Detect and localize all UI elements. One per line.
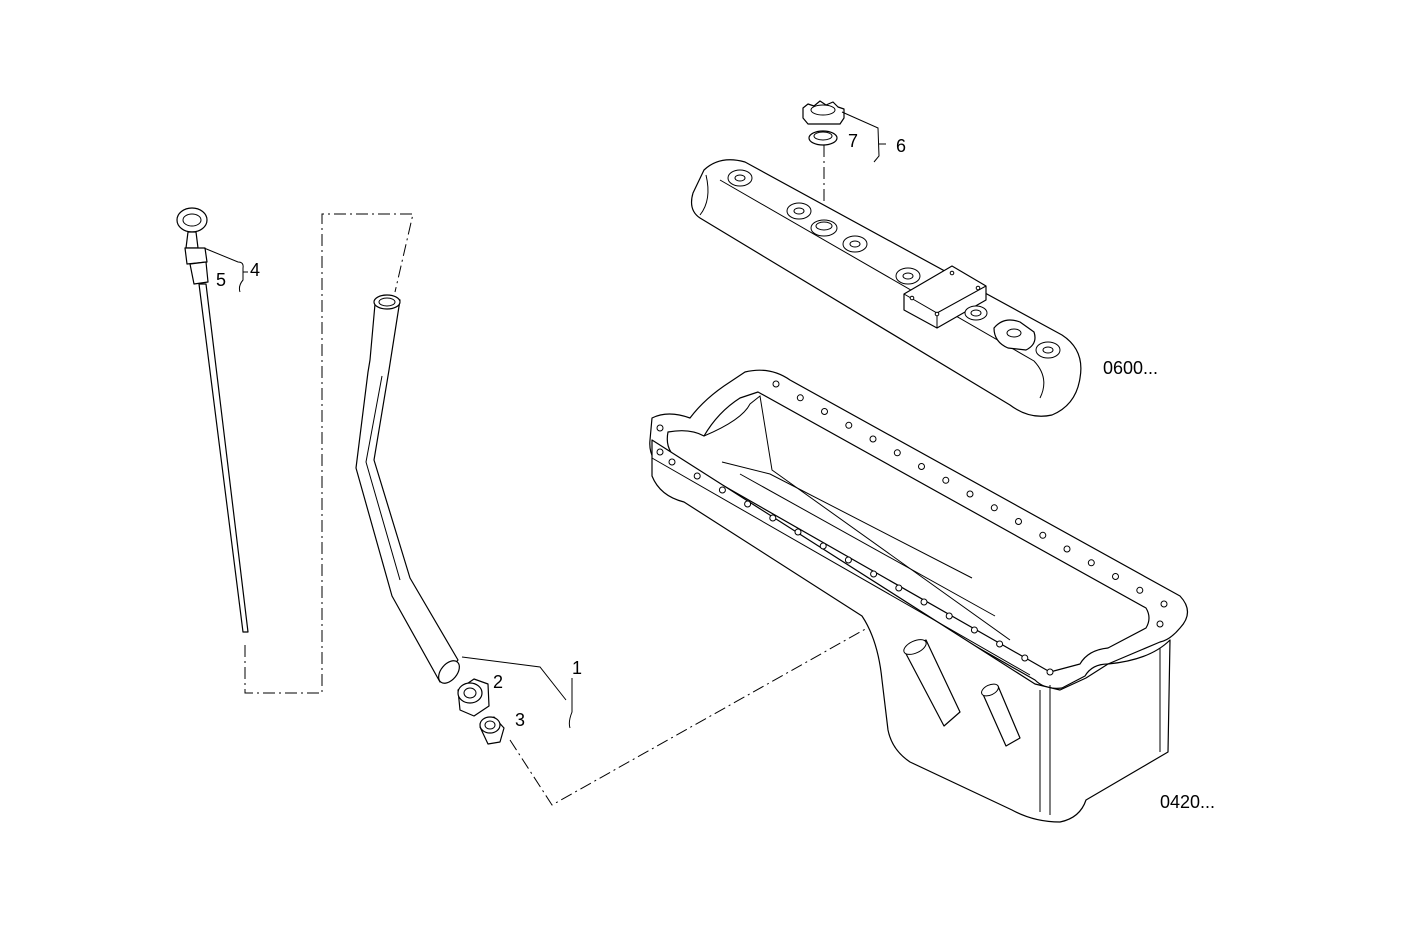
pan-bolt-hole bbox=[966, 490, 974, 498]
dipstick-collar bbox=[184, 247, 208, 265]
breather-flange-hole bbox=[1006, 328, 1022, 338]
seal-ring-inner bbox=[813, 131, 833, 141]
pan-bolt-hole bbox=[1021, 654, 1029, 662]
ref-oil-pan: 0420... bbox=[1160, 792, 1215, 812]
sleeve-hole bbox=[484, 720, 496, 730]
dipstick[interactable] bbox=[176, 207, 249, 633]
guide-tube-body bbox=[355, 299, 459, 683]
pan-bolt-hole bbox=[656, 448, 664, 456]
pan-bolt-hole bbox=[819, 542, 827, 550]
pan-bolt-hole bbox=[1136, 586, 1144, 594]
pan-bolt-hole bbox=[821, 408, 828, 415]
leader-4 bbox=[203, 247, 248, 293]
pan-bolt-hole bbox=[844, 556, 852, 564]
guide-tube-shading bbox=[365, 375, 401, 581]
callout-5: 5 bbox=[216, 270, 226, 290]
plate-screw-1 bbox=[909, 295, 915, 301]
callout-3: 3 bbox=[515, 710, 525, 730]
rocker-cover-end-edge bbox=[699, 174, 709, 216]
oil-pan-floor-line-2 bbox=[739, 473, 996, 617]
pan-bolt-hole bbox=[845, 421, 853, 429]
dipstick-neck bbox=[185, 231, 199, 249]
pan-bolt-hole bbox=[893, 449, 901, 457]
pan-bolt-hole bbox=[870, 570, 878, 578]
plate-screw-3 bbox=[975, 285, 981, 291]
rocker-cover-boss-3-center bbox=[849, 240, 861, 248]
pan-bolt-hole bbox=[1015, 518, 1022, 525]
rocker-cover-boss-2-center bbox=[793, 207, 805, 215]
leader-6 bbox=[841, 111, 886, 163]
dipstick-rod bbox=[198, 283, 249, 633]
pan-bolt-hole bbox=[1063, 545, 1071, 553]
guide-tube[interactable] bbox=[355, 294, 463, 687]
rocker-cover-plate bbox=[903, 265, 987, 329]
pan-bolt-hole bbox=[796, 394, 804, 402]
pan-bolt-hole bbox=[869, 435, 877, 443]
pan-bolt-hole bbox=[794, 528, 802, 536]
pan-bolt-hole bbox=[942, 476, 950, 484]
pan-bolt-hole bbox=[918, 463, 925, 470]
filler-cap-top bbox=[810, 104, 836, 116]
union-nut[interactable] bbox=[457, 678, 490, 717]
oil-pan-floor-line bbox=[721, 461, 973, 579]
dipstick-seal bbox=[189, 261, 209, 285]
pan-bolt-hole bbox=[772, 380, 780, 388]
pan-bolt-hole bbox=[718, 486, 726, 494]
sleeve[interactable] bbox=[479, 716, 505, 745]
union-nut-hole bbox=[463, 687, 477, 699]
dipstick-handle-hole bbox=[182, 213, 202, 227]
guide-tube-bottom-end bbox=[438, 660, 460, 684]
guide-tube-top-hole bbox=[378, 297, 396, 307]
rocker-cover-body bbox=[690, 159, 1082, 417]
pan-bolt-hole bbox=[1039, 531, 1047, 539]
pan-bolt-hole bbox=[1112, 573, 1119, 580]
pan-bolt-hole bbox=[990, 504, 998, 512]
rocker-cover-top-edge bbox=[719, 179, 1045, 399]
tube-to-pan-line bbox=[509, 617, 913, 806]
pan-bolt-hole bbox=[945, 612, 953, 620]
pan-bolt-hole bbox=[895, 584, 903, 592]
callout-2: 2 bbox=[493, 672, 503, 692]
pan-bolt-hole bbox=[656, 424, 664, 432]
plate-screw-2 bbox=[949, 270, 955, 276]
callout-1: 1 bbox=[572, 658, 582, 678]
plate-screw-4 bbox=[934, 311, 940, 317]
pan-bolt-hole bbox=[970, 626, 978, 634]
pan-bolt-hole bbox=[1156, 620, 1164, 628]
pan-bolt-hole bbox=[693, 472, 701, 480]
leader-1 bbox=[461, 656, 573, 729]
oil-pan-inner-wall bbox=[703, 395, 1011, 641]
oil-pan-corner-edges bbox=[1049, 648, 1161, 815]
oil-pan-breather-opening bbox=[981, 683, 999, 697]
oil-pan[interactable] bbox=[649, 369, 1189, 823]
rocker-cover-boss-1-center bbox=[734, 174, 746, 182]
rocker-cover-boss-5-center bbox=[970, 309, 982, 317]
oil-pan-bolt-holes bbox=[656, 380, 1168, 676]
pan-bolt-hole bbox=[769, 514, 777, 522]
rocker-cover-boss-6-center bbox=[1042, 346, 1054, 354]
rocker-cover-filler-hole bbox=[815, 221, 833, 231]
pan-bolt-hole bbox=[1160, 600, 1168, 608]
rocker-cover-boss-4-center bbox=[902, 272, 914, 280]
pan-bolt-hole bbox=[1087, 559, 1095, 567]
oil-pan-body-edges bbox=[651, 457, 1041, 812]
pan-bolt-hole bbox=[1046, 668, 1054, 676]
pan-bolt-hole bbox=[744, 500, 752, 508]
pan-bolt-hole bbox=[668, 458, 676, 466]
leader-lines bbox=[203, 111, 886, 729]
dipstick-path-line bbox=[244, 213, 414, 694]
rocker-cover[interactable] bbox=[690, 159, 1082, 417]
callout-6: 6 bbox=[896, 136, 906, 156]
filler-cap-seal[interactable] bbox=[808, 130, 838, 146]
pan-bolt-hole bbox=[920, 598, 928, 606]
callout-4: 4 bbox=[250, 260, 260, 280]
filler-cap[interactable] bbox=[802, 100, 845, 125]
callout-7: 7 bbox=[848, 131, 858, 151]
ref-rocker-cover: 0600... bbox=[1103, 358, 1158, 378]
pan-bolt-hole bbox=[996, 640, 1004, 648]
oil-pan-tube-boss-opening bbox=[903, 639, 927, 655]
